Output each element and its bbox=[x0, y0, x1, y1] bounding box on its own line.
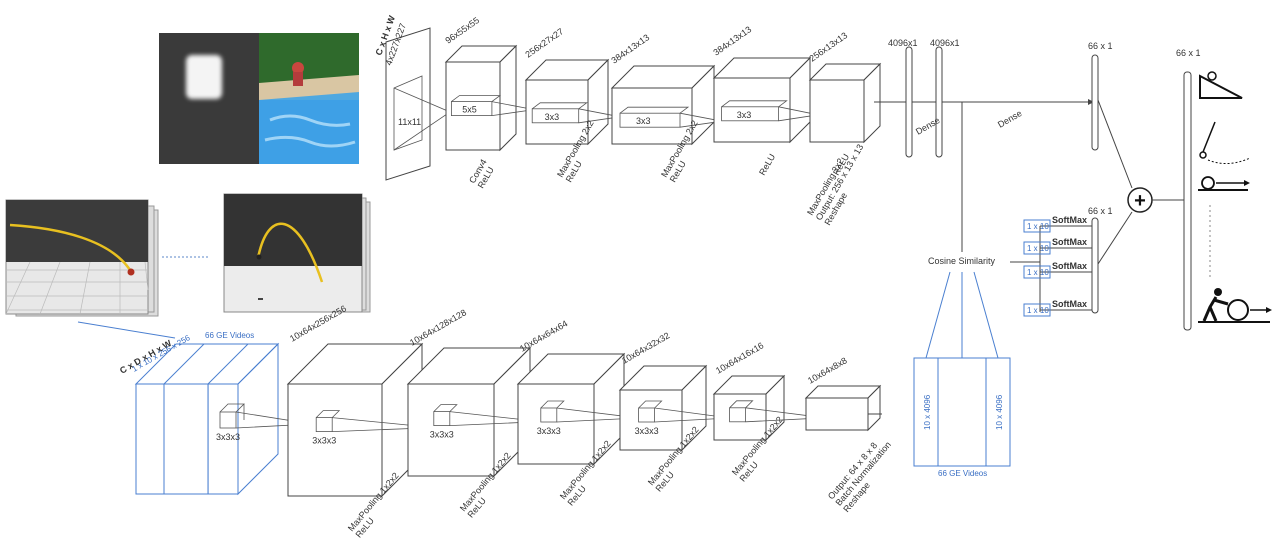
bottom-kernel-4: 3x3x3 bbox=[635, 426, 659, 436]
bottom-kernel-3: 3x3x3 bbox=[537, 426, 561, 436]
top-layer-dims-5: 256x13x13 bbox=[807, 30, 849, 63]
embed-caption: 66 GE Videos bbox=[938, 469, 987, 478]
softmax-input-2: 1 x 10 bbox=[1027, 244, 1049, 253]
embed-right-label: 10 x 4096 bbox=[995, 394, 1004, 430]
top-layer-6: MaxPooling 2x2Output: 256 x 13 x 13Resha… bbox=[805, 137, 874, 227]
merge-plus: + bbox=[1097, 99, 1184, 265]
plus-symbol: + bbox=[1134, 190, 1146, 212]
input-connector bbox=[77, 321, 176, 339]
top-layer-dims-3: 384x13x13 bbox=[609, 32, 651, 65]
pendulum-icon bbox=[1199, 121, 1251, 164]
softmax-label-1: SoftMax bbox=[1052, 215, 1087, 225]
bottom-input-label-2: 1 x 10 x 256 x 256 bbox=[131, 333, 193, 374]
input-photo-image bbox=[259, 33, 359, 164]
top-kernel-0: 11x11 bbox=[398, 117, 421, 127]
cosine-label: Cosine Similarity bbox=[928, 256, 996, 266]
fc2-label: 4096x1 bbox=[930, 38, 960, 48]
bottom-layer-act-6: Output: 64 x 8 x 8Batch NormalizationRes… bbox=[826, 433, 901, 514]
softmax-input-4: 1 x 10 bbox=[1027, 306, 1049, 315]
fc1-label: 4096x1 bbox=[888, 38, 918, 48]
bottom-layer-dims-3: 10x64x64x64 bbox=[518, 318, 569, 353]
final-label: 66 x 1 bbox=[1176, 48, 1201, 58]
fc-layers: 4096x1 4096x1 Dense Dense 66 x 1 bbox=[876, 38, 1113, 158]
top-kernel-1: 5x5 bbox=[462, 105, 477, 115]
top-input-plane: 11x11 C x H x W 4x227x227 bbox=[373, 14, 451, 181]
embedding-matrix: 10 x 4096 10 x 4096 66 GE Videos bbox=[913, 102, 1011, 478]
top-layer-dims-4: 384x13x13 bbox=[711, 24, 753, 57]
dense-label: Dense bbox=[996, 108, 1024, 130]
softmax-label-4: SoftMax bbox=[1052, 299, 1087, 309]
top-kernel-2: 3x3 bbox=[545, 112, 560, 122]
embed-left-label: 10 x 4096 bbox=[923, 394, 932, 430]
input-mask-image bbox=[159, 33, 259, 164]
top-layer-act-6: MaxPooling 2x2Output: 256 x 13 x 13Resha… bbox=[805, 137, 874, 227]
top-layer-dims-1: 96x55x55 bbox=[443, 15, 481, 46]
softmax-label-2: SoftMax bbox=[1052, 237, 1087, 247]
out2-label: 66 x 1 bbox=[1088, 206, 1113, 216]
pushing-figure-icon bbox=[1198, 288, 1272, 323]
top-layer-act-4: ReLU bbox=[757, 152, 777, 177]
top-layer-act-1: Conv4ReLU bbox=[467, 157, 497, 190]
ge-video-frame-1 bbox=[5, 199, 159, 317]
bottom-input-volume: C x D x H x W 1 x 10 x 256 x 256 66 GE V… bbox=[118, 331, 313, 496]
bottom-kernel-1: 3x3x3 bbox=[312, 436, 336, 446]
rolling-ball-icon bbox=[1198, 176, 1250, 191]
top-kernel-3: 3x3 bbox=[636, 116, 651, 126]
ge-video-frame-2 bbox=[223, 193, 371, 313]
out1-label: 66 x 1 bbox=[1088, 41, 1113, 51]
bottom-layer-dims-2: 10x64x128x128 bbox=[408, 307, 468, 347]
ramp-icon bbox=[1199, 71, 1243, 99]
top-layer-dims-2: 256x27x27 bbox=[523, 26, 565, 59]
softmax-input-1: 1 x 10 bbox=[1027, 222, 1049, 231]
bottom-layer-dims-4: 10x64x32x32 bbox=[620, 330, 671, 365]
bottom-layer-dims-6: 10x64x8x8 bbox=[806, 355, 849, 385]
bottom-kernel-2: 3x3x3 bbox=[430, 430, 454, 440]
softmax-input-3: 1 x 10 bbox=[1027, 268, 1049, 277]
bottom-kernel-0: 3x3x3 bbox=[216, 432, 240, 442]
ge-videos-label: 66 GE Videos bbox=[205, 331, 254, 340]
top-kernel-4: 3x3 bbox=[737, 110, 752, 120]
final-output: 66 x 1 bbox=[1176, 48, 1272, 331]
bottom-layer-dims-5: 10x64x16x16 bbox=[714, 340, 765, 375]
softmax-label-3: SoftMax bbox=[1052, 261, 1087, 271]
